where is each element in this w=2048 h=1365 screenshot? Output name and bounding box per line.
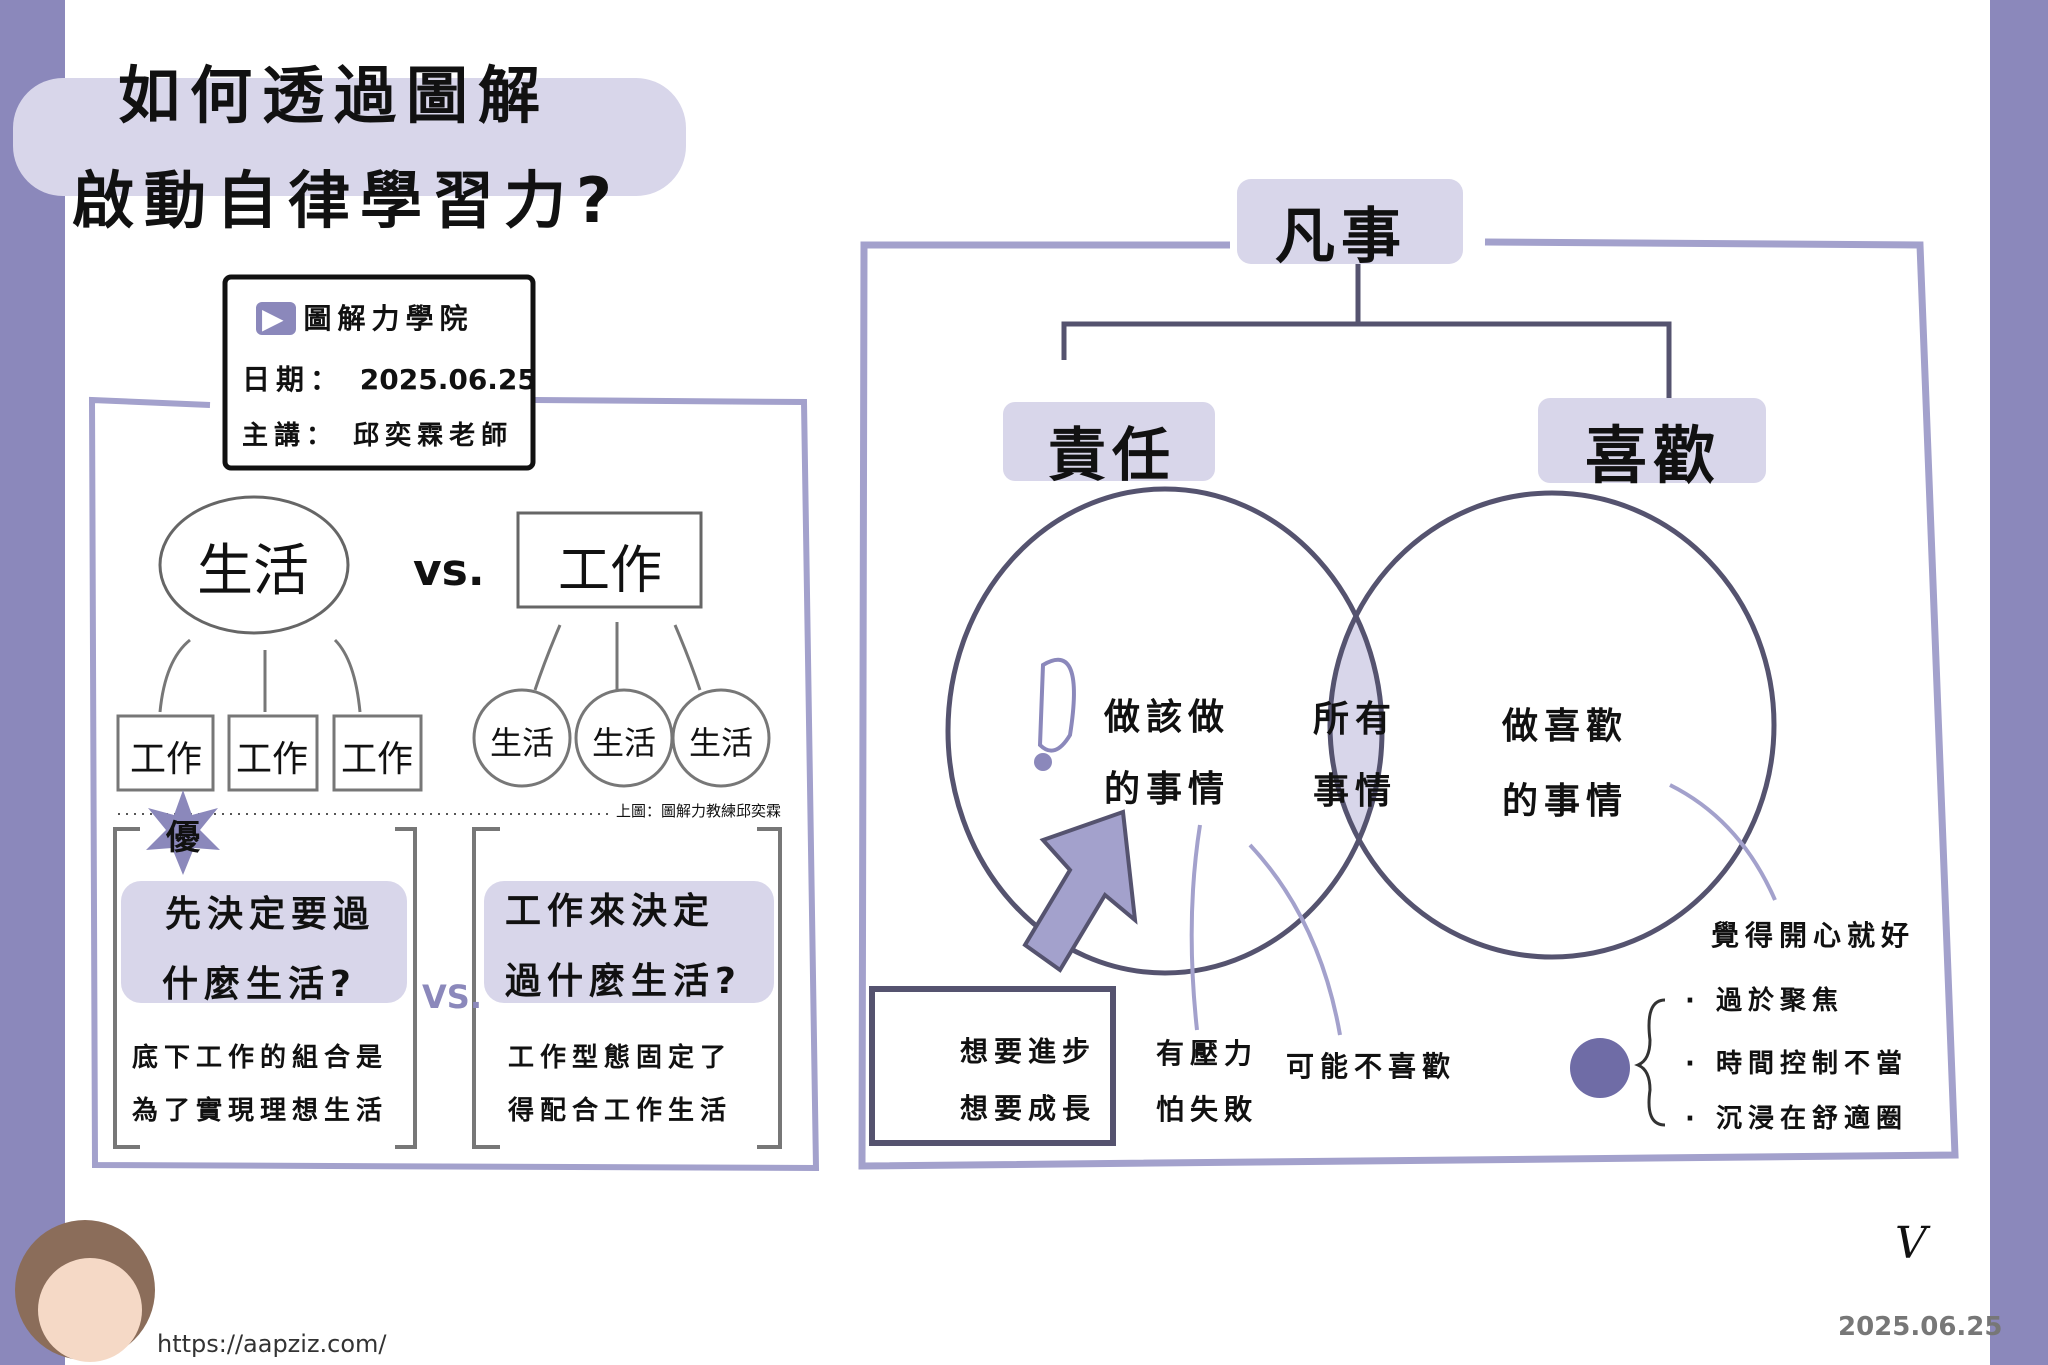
- pressure-text: 怕失敗: [1156, 1093, 1259, 1126]
- growth-box: [869, 986, 1116, 1146]
- option-b-desc: 工作型態固定了: [508, 1043, 733, 1073]
- option-b-desc: 得配合工作生活: [508, 1096, 733, 1126]
- vs2-label: VS.: [422, 978, 482, 1016]
- work-box-label: 工作: [341, 739, 414, 780]
- badge-label: 優: [166, 818, 200, 858]
- venn-duty: [945, 486, 1385, 976]
- title-line1: 如何透過圖解: [118, 59, 551, 132]
- maybe-dislike-text: 可能不喜歡: [1286, 1050, 1457, 1083]
- root-box: [1237, 179, 1463, 264]
- duty-text: 做該做: [1104, 697, 1231, 738]
- duty-box: [1003, 402, 1215, 481]
- vs-label: vs.: [413, 545, 485, 596]
- root-label: 凡事: [1275, 202, 1407, 272]
- overlap-text: 所有: [1313, 699, 1398, 740]
- like-text: 做喜歡: [1502, 706, 1629, 747]
- title-line2: 啟動自律學習力?: [72, 164, 622, 237]
- growth-text: 想要進步: [960, 1035, 1097, 1068]
- right-panel-frame: [858, 238, 1959, 1170]
- option-a-desc: 底下工作的組合是: [132, 1043, 389, 1073]
- option-b-title: 工作來決定: [505, 891, 716, 932]
- option-a-desc: 為了實現理想生活: [132, 1096, 389, 1126]
- risk-item: · 沉浸在舒適圈: [1685, 1104, 1908, 1134]
- option-b-title: 過什麼生活?: [505, 961, 742, 1002]
- duty-text: 的事情: [1104, 769, 1231, 810]
- bomb-icon: [1570, 1038, 1630, 1098]
- overlap-text: 事情: [1313, 771, 1398, 812]
- work-box-label: 工作: [130, 739, 203, 780]
- growth-text: 想要成長: [960, 1092, 1097, 1125]
- life-circle-label: 生活: [490, 724, 555, 762]
- venn-like: [1327, 490, 1777, 960]
- star-badge: [146, 790, 220, 875]
- duty-label: 責任: [1048, 421, 1177, 489]
- option-a-title: 先決定要過: [165, 894, 376, 935]
- academy-name: ▶圖解力學院: [256, 297, 474, 337]
- work-box-label: 工作: [236, 739, 309, 780]
- like-text: 的事情: [1502, 781, 1629, 822]
- signature-logo: V: [1895, 1218, 1927, 1269]
- speaker-line: 主講： 邱奕霖老師: [242, 421, 514, 451]
- option-a-title: 什麼生活?: [162, 964, 357, 1005]
- life-circle: [158, 495, 350, 635]
- date-line: 日期： 2025.06.25: [242, 363, 537, 396]
- like-label: 喜歡: [1585, 419, 1722, 492]
- work-label: 工作: [558, 541, 663, 601]
- left-panel-frame: [88, 396, 820, 1172]
- life-label: 生活: [197, 539, 309, 604]
- life-circle-label: 生活: [689, 724, 754, 762]
- risk-item: · 時間控制不當: [1685, 1049, 1908, 1079]
- right-band: [1990, 0, 2048, 1365]
- play-icon: ▶: [256, 302, 296, 335]
- title-highlight: [13, 78, 686, 196]
- pressure-text: 有壓力: [1156, 1037, 1259, 1070]
- footer-url[interactable]: https://aapziz.com/: [157, 1330, 387, 1358]
- life-circle-label: 生活: [592, 724, 657, 762]
- work-box: [516, 511, 703, 609]
- footer-date: 2025.06.25: [1838, 1312, 2003, 1342]
- image-caption: 上圖：圖解力教練邱奕霖: [616, 802, 782, 820]
- happy-text: 覺得開心就好: [1711, 919, 1916, 952]
- like-box: [1538, 398, 1766, 483]
- big-arrow: [1022, 809, 1138, 973]
- info-box: [222, 274, 536, 471]
- risk-item: · 過於聚焦: [1685, 986, 1844, 1016]
- left-band: [0, 0, 65, 1365]
